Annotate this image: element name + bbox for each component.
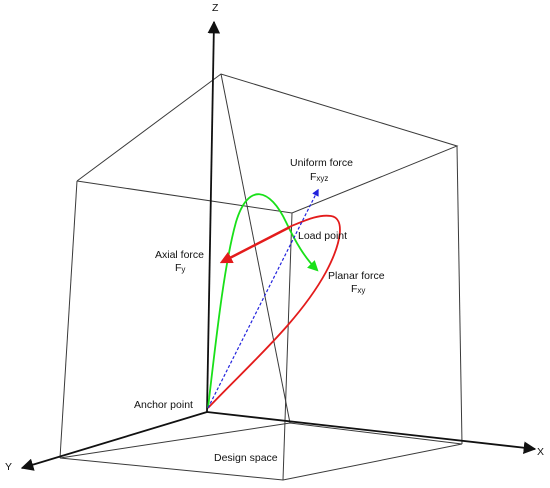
axial-force-symbol: Fy bbox=[175, 262, 185, 274]
uniform-force-symbol: Fxyz bbox=[310, 171, 328, 183]
planar-force-label: Planar force bbox=[328, 270, 385, 282]
z-axis bbox=[206, 20, 221, 413]
frame-edge-left bbox=[59, 180, 78, 459]
x-axis bbox=[206, 411, 537, 454]
design-space-frame bbox=[59, 73, 463, 481]
design-space-label: Design space bbox=[214, 452, 278, 464]
planar-force-path bbox=[207, 214, 341, 409]
green-force-path bbox=[207, 193, 319, 409]
z-axis-label: Z bbox=[212, 2, 219, 14]
uniform-force-label: Uniform force bbox=[290, 157, 353, 169]
frame-edge-right bbox=[456, 145, 463, 445]
planar-force-symbol: Fxy bbox=[351, 283, 365, 295]
frame-edge-back bbox=[220, 73, 291, 424]
axial-force-arrow bbox=[219, 225, 291, 264]
frame-edge-front bbox=[282, 212, 293, 481]
x-axis-label: X bbox=[537, 446, 544, 458]
y-axis bbox=[20, 411, 208, 471]
uniform-force-arrow bbox=[207, 188, 319, 409]
axial-force-label: Axial force bbox=[155, 249, 204, 261]
coordinate-axes bbox=[20, 20, 537, 471]
y-axis-label: Y bbox=[5, 461, 12, 473]
load-point-label: Load point bbox=[298, 230, 347, 242]
anchor-point-label: Anchor point bbox=[134, 399, 193, 411]
frame-top-face bbox=[76, 73, 459, 214]
